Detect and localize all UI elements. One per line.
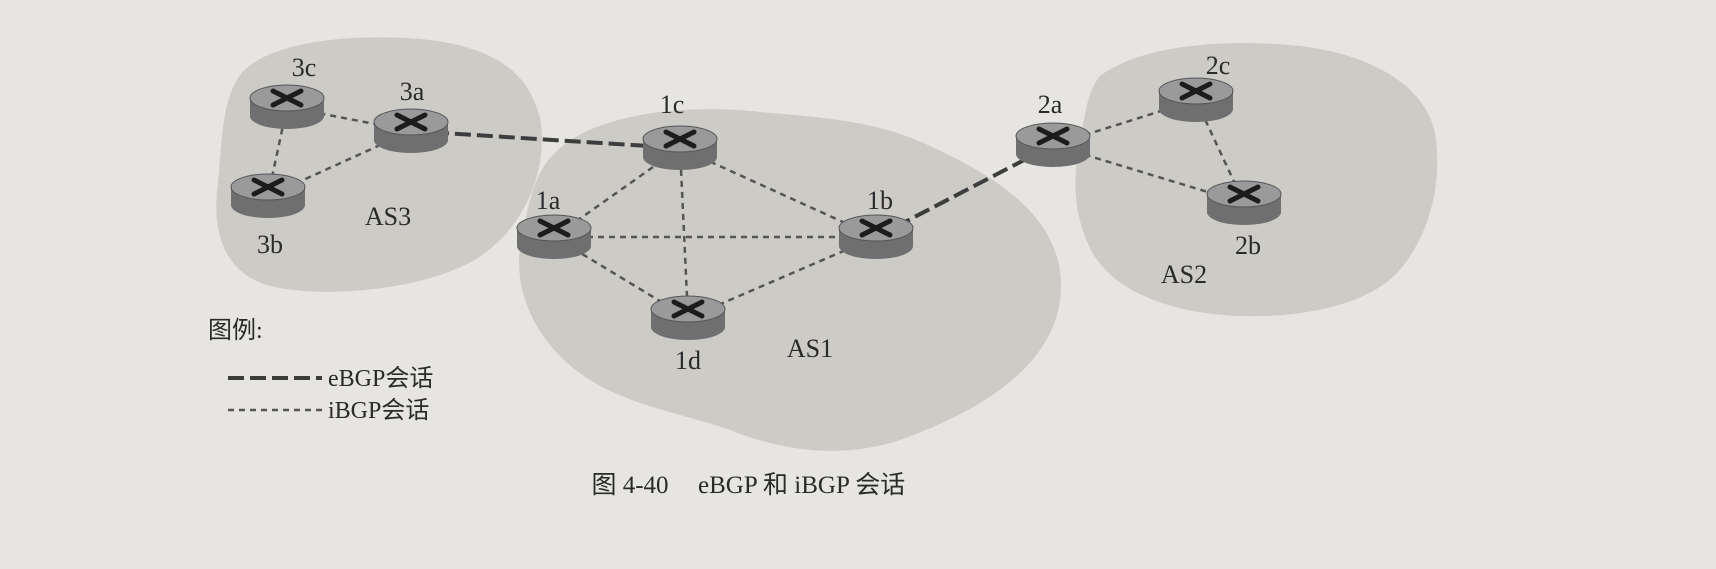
caption-text: eBGP 和 iBGP 会话 [698,471,905,499]
legend-title: 图例: [208,317,263,344]
legend-ibgp-label: iBGP会话 [328,397,429,424]
routers [230,77,1282,340]
as2-region [1075,43,1438,317]
router-label-2c: 2c [1206,51,1231,80]
router-icon [1158,77,1234,122]
as3-label: AS3 [365,202,411,231]
router-icon [838,214,914,259]
router-labels: 3c 3a 3b 1c 1a 1b 1d 2a 2c 2b [257,51,1261,375]
router-icon [650,295,726,340]
router-icon [230,173,306,218]
router-label-3b: 3b [257,230,283,259]
router-icon [249,84,325,129]
figure-number: 图 4-40 [591,472,668,499]
router-label-1d: 1d [675,346,701,375]
ebgp-session-3a-1c [410,129,681,150]
router-icon [642,125,718,170]
ibgp-session-2c-2b [1194,99,1246,204]
router-icon [516,214,592,259]
router-label-2a: 2a [1038,90,1063,119]
router-label-3a: 3a [400,77,425,106]
router-label-2b: 2b [1235,231,1261,260]
router-label-1c: 1c [660,90,685,119]
legend: 图例: eBGP会话 iBGP会话 [208,317,433,424]
router-icon [1206,180,1282,225]
figure-caption: 图 4-40 eBGP 和 iBGP 会话 [591,471,905,499]
router-icon [373,108,449,153]
legend-ebgp-label: eBGP会话 [328,365,433,392]
router-label-3c: 3c [292,53,317,82]
as2-label: AS2 [1161,260,1207,289]
as1-region [519,109,1061,451]
router-label-1b: 1b [867,186,893,215]
as1-label: AS1 [787,334,833,363]
router-icon [1015,122,1091,167]
router-label-1a: 1a [536,186,561,215]
